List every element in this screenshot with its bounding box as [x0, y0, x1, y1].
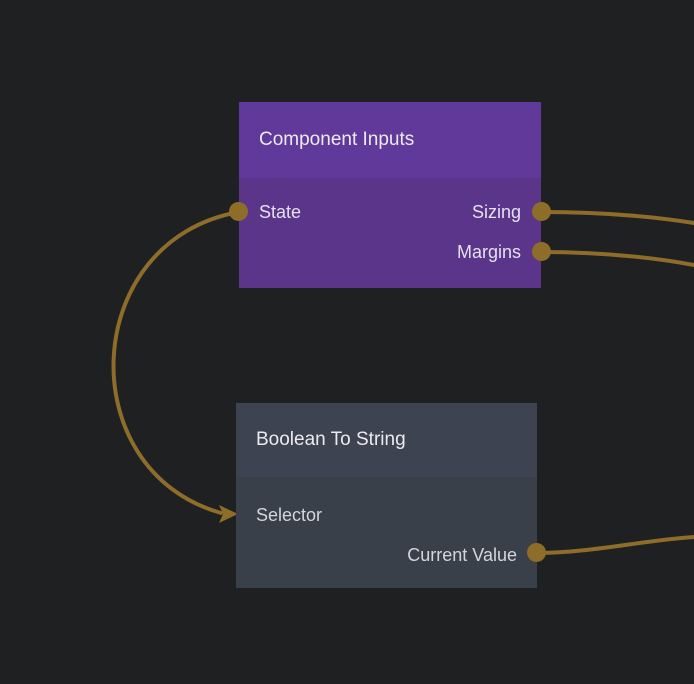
node-boolean-to-string-header[interactable]: Boolean To String [236, 403, 537, 477]
node-title: Boolean To String [256, 429, 406, 450]
input-port-label-selector[interactable]: Selector [256, 504, 323, 525]
node-boolean-to-string[interactable]: Boolean To String Selector Current Value [236, 403, 546, 588]
margins-port-dot[interactable] [532, 242, 551, 261]
state-port-dot[interactable] [229, 202, 248, 221]
port-row: Selector [236, 495, 537, 535]
output-port-label-current-value[interactable]: Current Value [407, 544, 517, 565]
port-row: Current Value [236, 535, 537, 575]
node-boolean-to-string-body: Selector Current Value [236, 477, 537, 575]
current-value-port-dot[interactable] [527, 543, 546, 562]
output-port-label-sizing[interactable]: Sizing [471, 201, 521, 222]
sizing-port-dot[interactable] [532, 202, 551, 221]
selector-input-arrow-icon[interactable] [219, 505, 238, 523]
port-row: State Sizing [239, 192, 541, 232]
input-port-label-state[interactable]: State [259, 201, 302, 222]
node-title: Component Inputs [259, 129, 415, 150]
node-component-inputs[interactable]: Component Inputs State Sizing Margins [229, 102, 551, 288]
output-port-label-margins[interactable]: Margins [456, 241, 521, 262]
node-component-inputs-body: State Sizing Margins [239, 178, 541, 272]
wire-sizing-offscreen[interactable] [539, 210, 694, 225]
wire-current-value-offscreen[interactable] [536, 535, 694, 555]
wire-margins-offscreen[interactable] [539, 250, 694, 267]
wire-state-to-selector[interactable] [111, 210, 241, 515]
port-row: Margins [239, 232, 541, 272]
node-component-inputs-header[interactable]: Component Inputs [239, 102, 541, 178]
